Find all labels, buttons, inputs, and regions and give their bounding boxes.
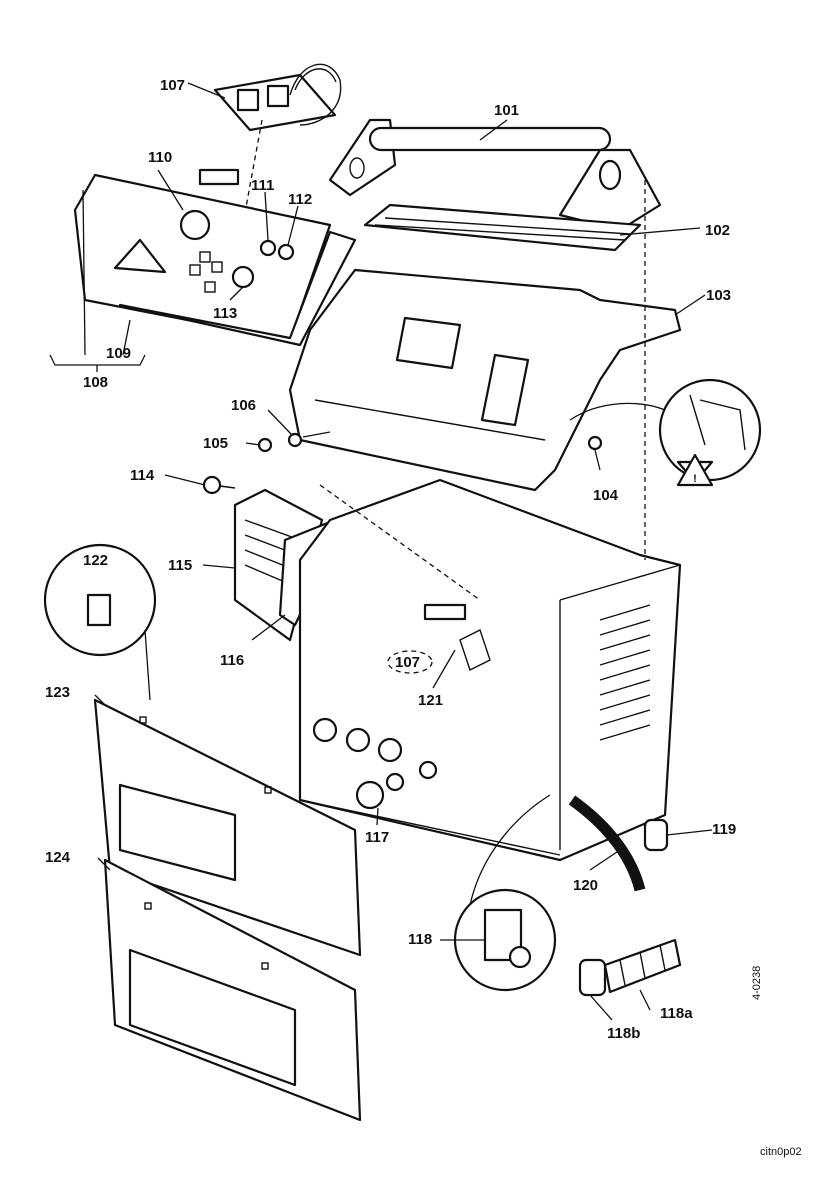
callout-118a: 118a bbox=[660, 1005, 693, 1022]
part-124-panel bbox=[103, 858, 362, 1122]
callout-124: 124 bbox=[45, 849, 71, 866]
callout-107-reference: 107 bbox=[395, 654, 420, 671]
warning-triangle-icon bbox=[676, 453, 714, 487]
callout-112: 112 bbox=[288, 191, 312, 208]
part-102-grille bbox=[363, 203, 642, 252]
part-104-nut bbox=[587, 435, 603, 451]
callout-113: 113 bbox=[213, 305, 237, 322]
callout-103: 103 bbox=[706, 287, 731, 304]
callout-114: 114 bbox=[130, 467, 155, 484]
callout-123: 123 bbox=[45, 684, 70, 701]
svg-text:!: ! bbox=[693, 473, 697, 485]
figure-code: citn0p02 bbox=[760, 1146, 802, 1158]
part-103-top-cover bbox=[288, 268, 682, 492]
part-123-panel bbox=[93, 698, 362, 957]
part-105-106-screw-washer bbox=[257, 431, 331, 453]
callout-120: 119 bbox=[712, 821, 736, 838]
callout-104: 104 bbox=[593, 487, 619, 504]
callout-122: 122 bbox=[83, 552, 108, 569]
warning-detail: ! bbox=[569, 378, 762, 487]
leader-lines bbox=[49, 82, 713, 1021]
callout-117: 117 bbox=[365, 829, 389, 846]
callout-102: 102 bbox=[705, 222, 730, 239]
chassis bbox=[298, 478, 682, 862]
callout-116: 116 bbox=[220, 652, 244, 669]
part-122-detail bbox=[43, 543, 157, 701]
callout-118: 118 bbox=[408, 931, 432, 948]
callout-109: 109 bbox=[106, 345, 131, 362]
callout-107: 107 bbox=[160, 77, 185, 94]
callout-105: 105 bbox=[203, 435, 228, 452]
callout-110: 110 bbox=[148, 149, 172, 166]
callout-119: 120 bbox=[573, 877, 598, 894]
callout-108: 108 bbox=[83, 374, 108, 391]
callout-118b: 118b bbox=[607, 1025, 640, 1042]
part-119-cable bbox=[568, 795, 646, 892]
part-114-fastener bbox=[202, 475, 236, 495]
part-118-detail bbox=[453, 794, 557, 992]
drawing-number: 4-0238 bbox=[751, 966, 763, 1000]
callout-111: 111 bbox=[251, 177, 274, 194]
callout-121: 121 bbox=[418, 692, 443, 709]
callout-115: 115 bbox=[168, 557, 192, 574]
part-117-knob bbox=[355, 772, 405, 810]
chassis-vents bbox=[599, 604, 651, 741]
part-118a-118b-gland bbox=[578, 938, 682, 997]
part-120-foot bbox=[643, 818, 669, 852]
callout-101: 101 bbox=[494, 102, 519, 119]
part-101-handle bbox=[328, 118, 662, 232]
callout-106: 106 bbox=[231, 397, 256, 414]
